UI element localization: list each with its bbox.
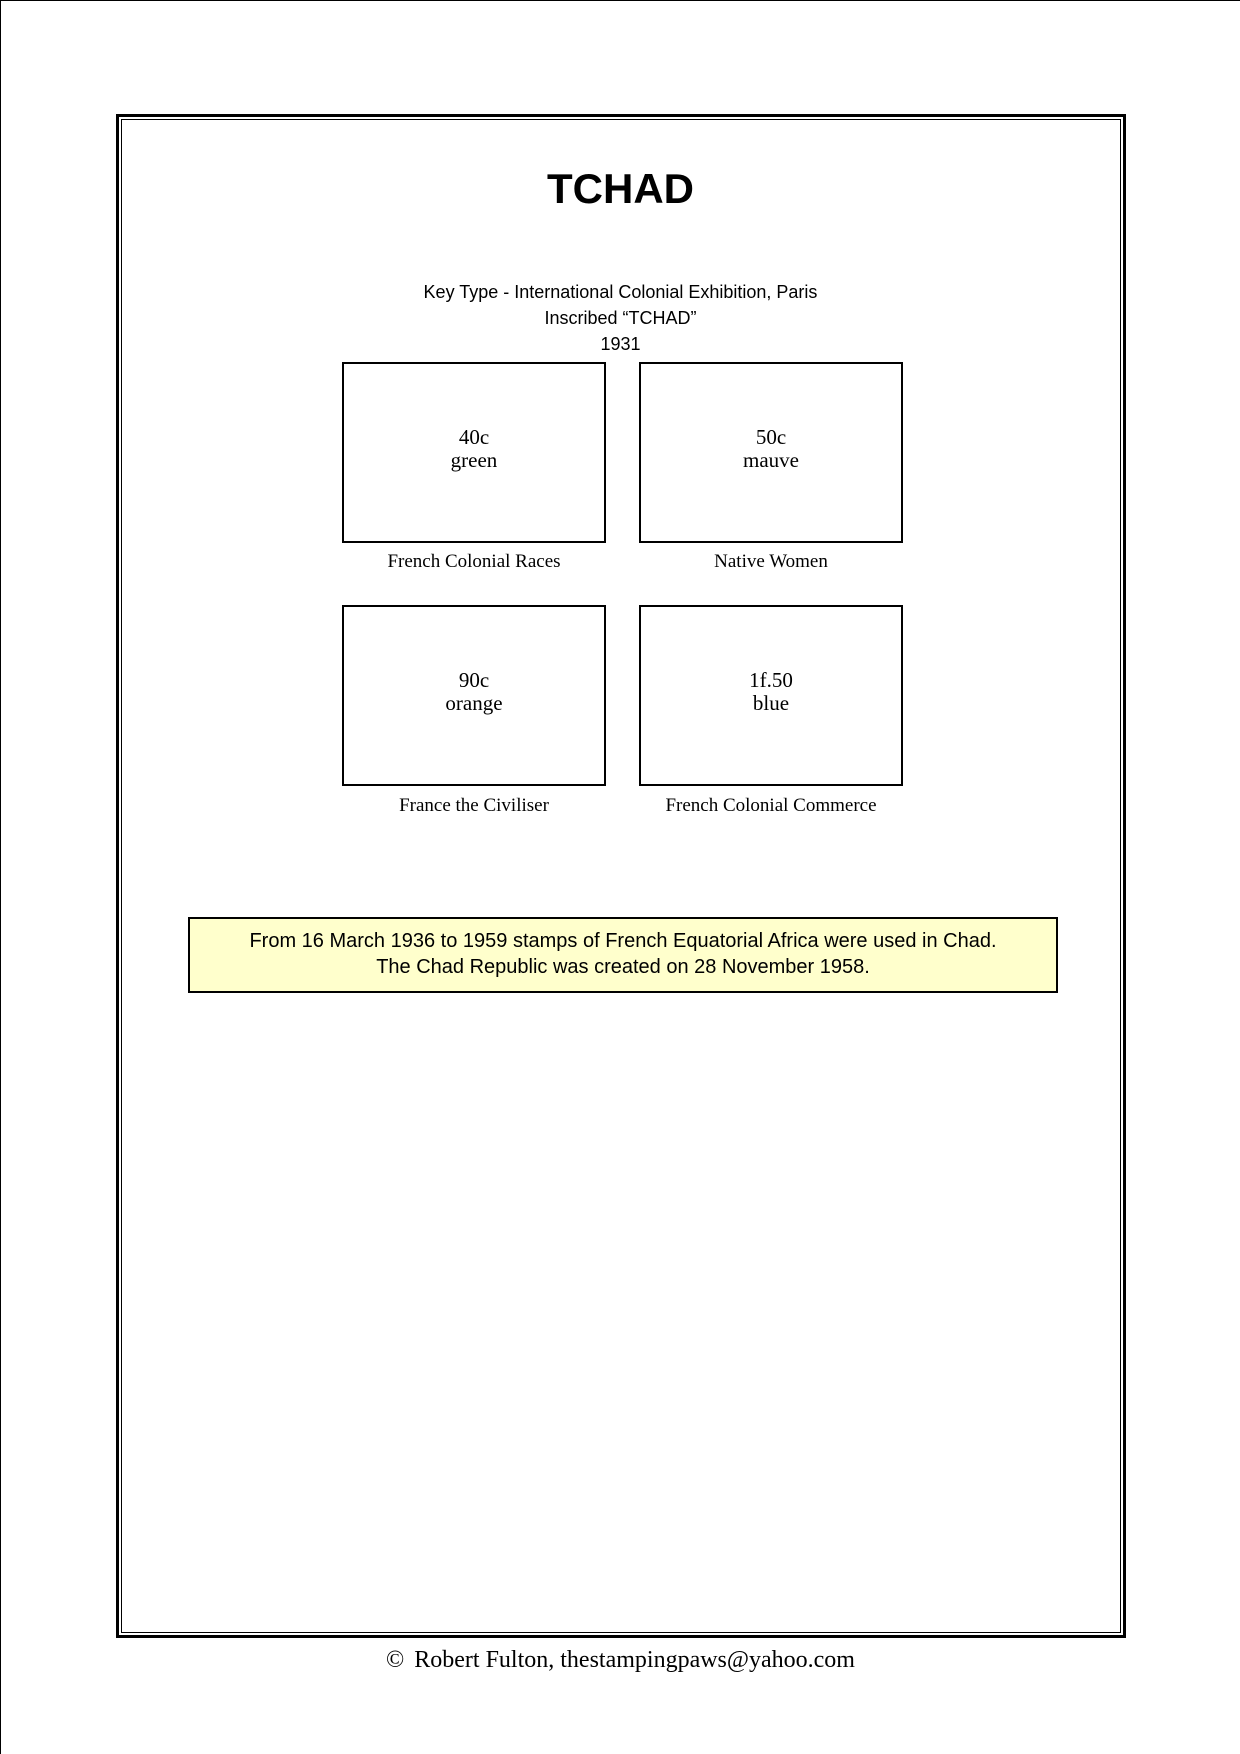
stamp-color: blue: [752, 690, 790, 715]
footer-credit: © Robert Fulton, thestampingpaws@yahoo.co…: [1, 1646, 1240, 1674]
stamp-box-90c-orange: 90c orange: [342, 605, 606, 786]
stamp-color: mauve: [743, 447, 799, 472]
stamp-color: orange: [445, 690, 503, 715]
page-frame-inner-rule: [121, 119, 1121, 1633]
stamp-caption: Native Women: [714, 551, 828, 572]
stamp-value: 90c: [458, 667, 490, 692]
stamp-color: green: [450, 447, 498, 472]
stamp-value: 1f.50: [749, 667, 793, 692]
historical-note-line: The Chad Republic was created on 28 Nove…: [376, 956, 870, 978]
historical-note-line: From 16 March 1936 to 1959 stamps of Fre…: [249, 930, 997, 952]
stamp-value: 40c: [458, 424, 490, 449]
stamp-caption: France the Civiliser: [399, 795, 549, 816]
key-type-heading: Key Type - International Colonial Exhibi…: [1, 279, 1240, 357]
footer-credit-text: Robert Fulton, thestampingpaws@yahoo.com: [414, 1647, 855, 1673]
stamp-caption: French Colonial Commerce: [665, 795, 877, 816]
stamp-box-1f50-blue: 1f.50 blue: [639, 605, 903, 786]
page-frame: [116, 114, 1126, 1638]
page-title: TCHAD: [547, 165, 694, 212]
stamp-caption: French Colonial Races: [387, 551, 561, 572]
stamp-box-50c-mauve: 50c mauve: [639, 362, 903, 543]
issue-year: 1931: [600, 334, 641, 354]
stamp-value: 50c: [755, 424, 787, 449]
stamp-box-40c-green: 40c green: [342, 362, 606, 543]
historical-note: From 16 March 1936 to 1959 stamps of Fre…: [188, 917, 1058, 993]
copyright-symbol: ©: [386, 1647, 405, 1673]
key-type-line: Key Type - International Colonial Exhibi…: [423, 282, 818, 302]
inscription-line: Inscribed “TCHAD”: [544, 308, 697, 328]
